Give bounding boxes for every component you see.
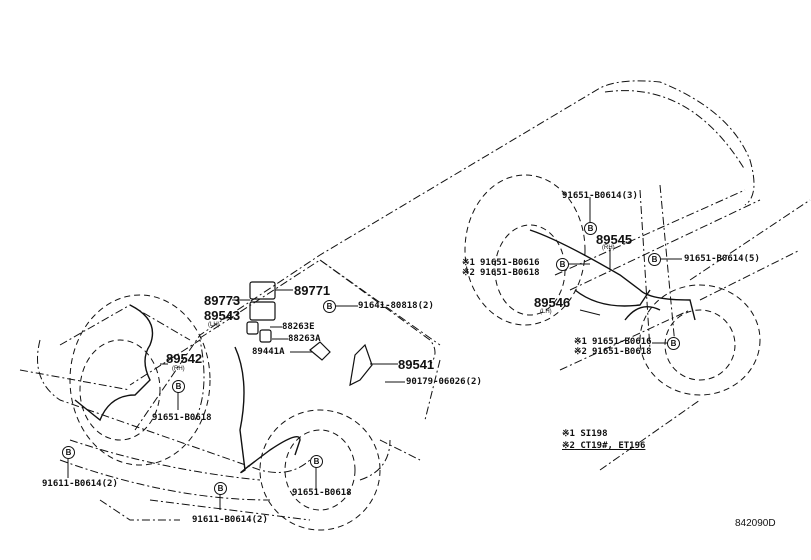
wheel-arches <box>69 174 761 531</box>
drawing-code: 842090D <box>735 518 776 529</box>
part-89441A-label: 89441A <box>252 347 285 357</box>
bolt-symbol: B <box>667 337 680 350</box>
bolt-symbol: B <box>62 446 75 459</box>
legend-note-2: ※2 CT19#, ET196 <box>562 440 645 452</box>
legend-note-1-text: SI198 <box>580 429 608 439</box>
bolt-symbol: B <box>214 482 227 495</box>
part-89543-label: 89543 <box>204 308 241 323</box>
part-89771-label: 89771 <box>294 283 331 298</box>
bolt-symbol: B <box>172 380 185 393</box>
part-89541-label: 89541 <box>398 357 435 372</box>
part-89773-label: 89773 <box>204 293 241 308</box>
actuator-block <box>246 281 373 387</box>
part-89546-side-label: (LH) <box>540 309 552 315</box>
leader-lines <box>67 197 682 510</box>
part-91611-B0614-left-label: 91611-B0614(2) <box>42 479 118 489</box>
sensor-harnesses <box>74 229 696 474</box>
legend-note-1-mark: ※1 <box>562 429 575 439</box>
part-89542-label: 89542 <box>166 351 203 366</box>
part-89545-label: 89545 <box>596 232 633 247</box>
part-91651-B0618-front-left-label: 91651-B0618 <box>292 488 352 498</box>
rear-right-note2-part: 91651-B0618 <box>480 268 540 278</box>
bolt-symbol: B <box>584 222 597 235</box>
part-89543-side-label: (LH) <box>208 322 220 328</box>
part-89545-side-label: (RH) <box>602 245 615 251</box>
bolt-symbol: B <box>323 300 336 313</box>
legend-note-1: ※1 SI198 <box>562 428 607 440</box>
part-88263A-label: 88263A <box>288 334 321 344</box>
part-89542-side-label: (RH) <box>172 366 185 372</box>
part-91651-B0614-5-label: 91651-B0614(5) <box>684 254 760 264</box>
rear-right-note1-mark: ※1 <box>462 258 475 268</box>
bolt-symbol: B <box>648 253 661 266</box>
rear-left-note1-part: 91651-B0616 <box>592 337 652 347</box>
part-91641-80818-label: 91641-80818(2) <box>358 301 434 311</box>
rear-left-note2-mark: ※2 <box>574 347 587 357</box>
part-91611-B0614-center-label: 91611-B0614(2) <box>192 515 268 525</box>
part-89546-label: 89546 <box>534 295 571 310</box>
rear-left-note1-mark: ※1 <box>574 337 587 347</box>
legend-note-2-text: CT19#, ET196 <box>580 441 646 451</box>
rear-left-note2-part: 91651-B0618 <box>592 347 652 357</box>
bolt-symbol: B <box>310 455 323 468</box>
part-91651-B0618-front-right-label: 91651-B0618 <box>152 413 212 423</box>
part-90179-06026-label: 90179-06026(2) <box>406 377 482 387</box>
bolt-symbol: B <box>556 258 569 271</box>
rear-right-note1-part: 91651-B0616 <box>480 258 540 268</box>
rear-right-note2-mark: ※2 <box>462 268 475 278</box>
part-88263E-label: 88263E <box>282 322 315 332</box>
part-91651-B0614-3-label: 91651-B0614(3) <box>562 191 638 201</box>
legend-note-2-mark: ※2 <box>562 441 575 451</box>
